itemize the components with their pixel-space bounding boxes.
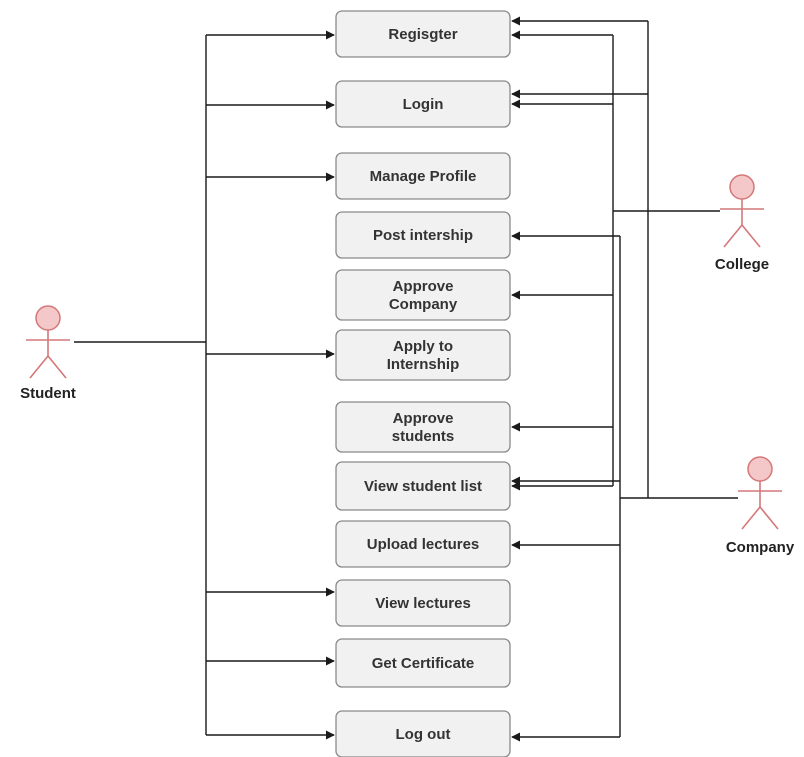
actor-right-leg [47,355,67,379]
actor-label-college: College [715,256,769,273]
use-case-label: students [392,428,455,445]
use-case-get-certificate: Get Certificate [335,638,511,688]
actor-head [747,456,773,482]
use-case-upload-lectures: Upload lectures [335,520,511,568]
use-case-box [335,80,511,128]
use-case-label: Internship [387,356,460,373]
actor-left-leg [741,506,761,530]
use-case-box [335,710,511,757]
use-case-box [335,10,511,58]
use-case-label: View student list [364,478,482,495]
use-case-label: Company [389,296,458,313]
use-case-post-internship: Post intership [335,211,511,259]
actor-company: Company [726,456,795,556]
use-case-login: Login [335,80,511,128]
use-case-box [335,152,511,200]
use-case-view-lectures: View lectures [335,579,511,627]
use-case-box [335,638,511,688]
association-lines [74,16,738,742]
use-case-register: Regisgter [335,10,511,58]
use-case-label: View lectures [375,595,471,612]
use-case-label: Approve [393,278,454,295]
actor-student: Student [20,305,76,402]
use-case-box [335,329,511,381]
actor-right-leg [759,506,779,530]
use-case-box [335,461,511,511]
use-case-label: Log out [396,726,451,743]
use-case-box [335,211,511,259]
actor-left-leg [29,355,49,379]
actor-college: College [715,174,769,273]
use-case-box [335,401,511,453]
use-case-label: Manage Profile [370,168,477,185]
use-case-box [335,579,511,627]
use-case-label: Approve [393,410,454,427]
use-case-label: Upload lectures [367,536,480,553]
use-case-label: Post intership [373,227,473,244]
use-case-manage-profile: Manage Profile [335,152,511,200]
actor-right-leg [741,224,761,248]
actor-head [729,174,755,200]
actor-label-company: Company [726,539,795,556]
use-case-label: Apply to [393,338,453,355]
actor-label-student: Student [20,385,76,402]
actor-head [35,305,61,331]
actor-left-leg [723,224,743,248]
use-case-box [335,520,511,568]
use-case-label: Regisgter [388,26,457,43]
use-case-label: Login [403,96,444,113]
use-case-label: Get Certificate [372,655,475,672]
use-case-box [335,269,511,321]
use-case-log-out: Log out [335,710,511,757]
use-case-view-student-list: View student list [335,461,511,511]
